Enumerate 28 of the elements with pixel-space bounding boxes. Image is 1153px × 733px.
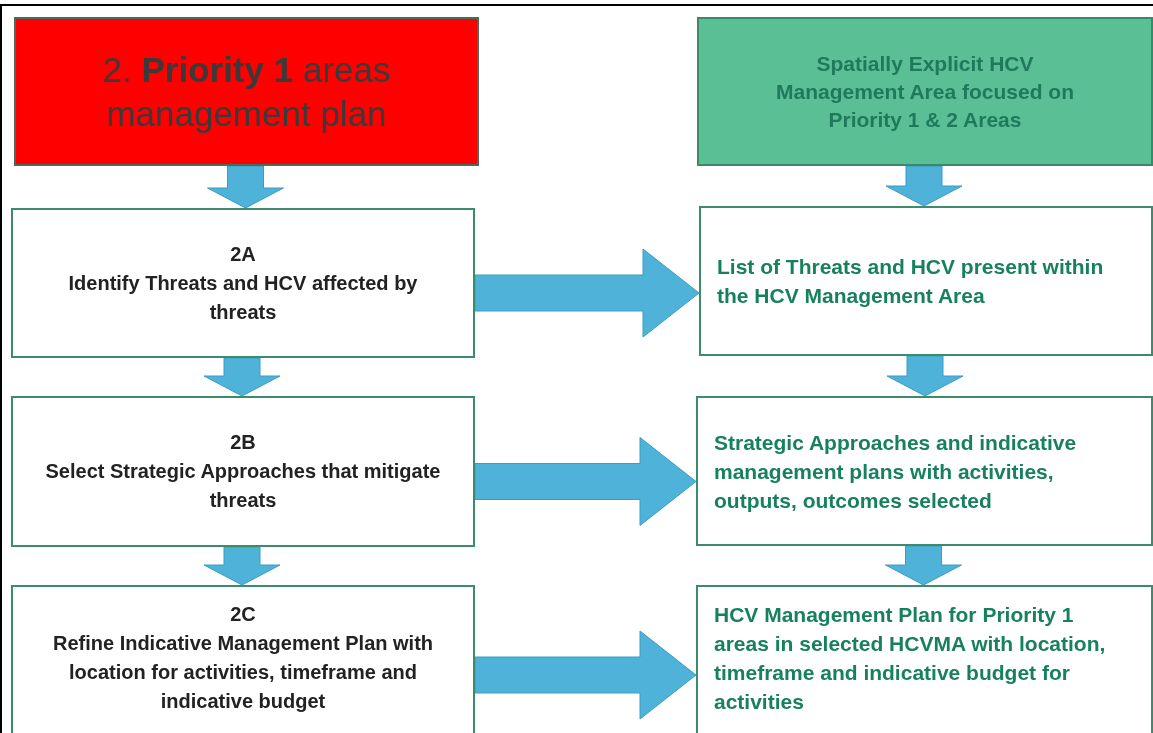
box-text: Strategic Approaches and indicative management plans with activities, outputs, outcomes selected xyxy=(714,429,1078,514)
process-box xyxy=(11,208,475,358)
heading-box xyxy=(14,17,479,166)
process-box xyxy=(11,585,475,733)
box-text: Spatially Explicit HCV Management Area focused on Priority 1 & 2 Areas xyxy=(775,50,1075,133)
block-arrow xyxy=(474,248,700,338)
box-text: Refine Indicative Management Plan with location for activities, timeframe and indicative budget xyxy=(51,631,435,714)
block-arrow xyxy=(886,355,964,397)
block-arrow xyxy=(474,437,697,526)
box-text: HCV Management Plan for Priority 1 areas in selected HCVMA with location, timeframe and indicative budget for activities xyxy=(714,602,1107,715)
step-number: 2C xyxy=(230,602,256,627)
block-arrow xyxy=(474,630,697,720)
output-box xyxy=(696,396,1153,546)
output-box xyxy=(699,206,1153,356)
process-box xyxy=(11,396,475,547)
block-arrow xyxy=(207,165,284,209)
box-text: Select Strategic Approaches that mitigate threats xyxy=(44,459,442,513)
box-text: List of Threats and HCV present within the HCV Management Area xyxy=(717,254,1105,309)
block-arrow xyxy=(203,357,281,397)
box-text: 2. Priority 1 areas management plan xyxy=(101,48,392,135)
output-box xyxy=(696,585,1153,733)
block-arrow xyxy=(203,546,281,586)
block-arrow xyxy=(885,165,963,207)
step-number: 2A xyxy=(230,241,256,267)
heading-box xyxy=(697,17,1153,166)
box-text: Identify Threats and HCV affected by threats xyxy=(67,270,419,325)
step-number: 2B xyxy=(230,430,256,455)
block-arrow xyxy=(885,545,962,586)
